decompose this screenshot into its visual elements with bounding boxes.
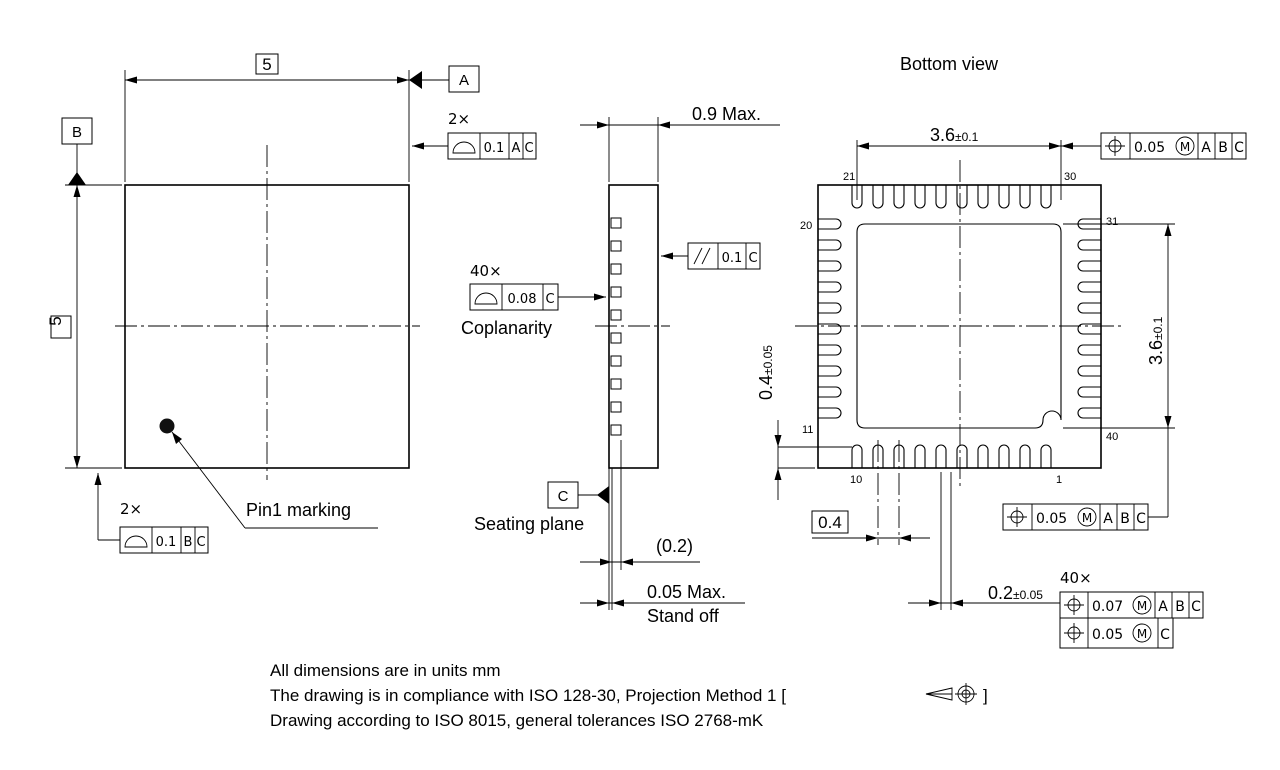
bottom-height-dim: 3.6±0.1 bbox=[1146, 316, 1166, 365]
svg-text:0.1: 0.1 bbox=[722, 251, 743, 266]
svg-text:B: B bbox=[1175, 599, 1185, 615]
svg-text:M: M bbox=[1137, 627, 1147, 641]
pin1-dot bbox=[159, 418, 175, 434]
svg-text:C: C bbox=[1234, 140, 1244, 156]
position-icon bbox=[1007, 507, 1027, 527]
position-icon bbox=[1105, 136, 1125, 156]
position-icon bbox=[1064, 623, 1084, 643]
profile-a-frame: 0.1 A C bbox=[447, 132, 537, 160]
pin-30-label: 30 bbox=[1064, 171, 1076, 183]
position-frame-lead-1: 0.07 M A B C bbox=[1059, 591, 1204, 619]
bottom-view: Bottom view bbox=[756, 54, 1247, 649]
svg-text:B: B bbox=[184, 535, 193, 550]
pitch-tolerance-dim: 0.4±0.05 bbox=[756, 345, 776, 400]
svg-text:A: A bbox=[1103, 511, 1113, 527]
pin-11-label: 11 bbox=[802, 424, 813, 436]
svg-text:C: C bbox=[524, 141, 533, 156]
position-frame-lead-2: 0.05 M C bbox=[1059, 617, 1174, 649]
pin-1-label: 1 bbox=[1056, 474, 1062, 486]
pin-20-label: 20 bbox=[800, 220, 812, 232]
top-view: 5 A 2× 0.1 A C B 5 bbox=[46, 53, 537, 554]
top-width-dim: 5 bbox=[262, 55, 271, 74]
pin-10-label: 10 bbox=[850, 474, 862, 486]
svg-text:0.05: 0.05 bbox=[1036, 511, 1067, 527]
pin-21-label: 21 bbox=[843, 171, 855, 183]
lead-thickness-dim: (0.2) bbox=[656, 536, 693, 556]
parallelism-frame: 0.1 C bbox=[687, 242, 761, 270]
side-leads bbox=[610, 217, 622, 436]
note-tolerances: Drawing according to ISO 8015, general t… bbox=[270, 711, 764, 730]
lead-position-count: 40× bbox=[1060, 569, 1092, 587]
standoff-label: Stand off bbox=[647, 606, 720, 626]
bottom-width-dim: 3.6±0.1 bbox=[930, 125, 979, 145]
profile-b-count: 2× bbox=[120, 500, 142, 518]
parallelism-icon bbox=[693, 247, 703, 265]
svg-text:A: A bbox=[1201, 140, 1211, 156]
surface-profile-icon bbox=[124, 535, 148, 548]
bottom-view-title: Bottom view bbox=[900, 54, 999, 74]
lead-width-dim: 0.2±0.05 bbox=[988, 583, 1043, 603]
note-units: All dimensions are in units mm bbox=[270, 661, 501, 680]
max-height-dim: 0.9 Max. bbox=[692, 104, 761, 124]
pin1-label: Pin1 marking bbox=[246, 500, 351, 520]
coplanarity-label: Coplanarity bbox=[461, 318, 552, 338]
svg-text:B: B bbox=[1218, 140, 1228, 156]
side-body bbox=[608, 184, 659, 469]
position-icon bbox=[1064, 595, 1084, 615]
svg-text:0.1: 0.1 bbox=[484, 141, 505, 156]
datum-c: C bbox=[558, 488, 569, 505]
exposed-pad bbox=[856, 223, 1062, 429]
bottom-leads-top bbox=[851, 185, 1052, 209]
bottom-leads-right bbox=[1077, 218, 1101, 419]
top-height-dim: 5 bbox=[46, 316, 65, 325]
svg-text:0.05: 0.05 bbox=[1134, 140, 1165, 156]
svg-text:C: C bbox=[1160, 627, 1170, 643]
svg-text:B: B bbox=[1120, 511, 1130, 527]
standoff-dim: 0.05 Max. bbox=[647, 582, 726, 602]
coplanarity-frame: 0.08 C bbox=[469, 283, 559, 311]
position-frame-mid: 0.05 M A B C bbox=[1002, 503, 1149, 531]
surface-profile-icon bbox=[452, 141, 476, 154]
notes: All dimensions are in units mm The drawi… bbox=[270, 661, 988, 730]
svg-text:M: M bbox=[1082, 511, 1092, 525]
svg-text:0.1: 0.1 bbox=[156, 535, 177, 550]
svg-text:C: C bbox=[196, 535, 205, 550]
bottom-outline bbox=[817, 184, 1102, 469]
pitch-box-dim: 0.4 bbox=[818, 513, 842, 532]
datum-a: A bbox=[459, 72, 469, 89]
seating-plane-label: Seating plane bbox=[474, 514, 584, 534]
svg-text:M: M bbox=[1180, 140, 1190, 154]
surface-profile-icon bbox=[474, 292, 498, 305]
note-projection-close: ] bbox=[983, 686, 988, 705]
note-projection: The drawing is in compliance with ISO 12… bbox=[270, 686, 786, 705]
side-view: 0.9 Max. 0.1 C 40× 0.08 C Coplanarity bbox=[461, 104, 780, 626]
svg-text:M: M bbox=[1137, 599, 1147, 613]
svg-text:C: C bbox=[1191, 599, 1201, 615]
svg-text:A: A bbox=[512, 141, 521, 156]
svg-text:C: C bbox=[545, 292, 554, 307]
datum-b: B bbox=[72, 124, 82, 141]
pin-40-label: 40 bbox=[1106, 431, 1118, 443]
pin-31-label: 31 bbox=[1106, 216, 1118, 228]
svg-text:0.07: 0.07 bbox=[1092, 599, 1123, 615]
svg-text:0.05: 0.05 bbox=[1092, 627, 1123, 643]
position-frame-top: 0.05 M A B C bbox=[1100, 132, 1247, 160]
bottom-leads-bottom bbox=[851, 444, 1052, 468]
svg-text:C: C bbox=[1136, 511, 1146, 527]
projection-method-icon bbox=[925, 683, 977, 705]
profile-a-count: 2× bbox=[448, 110, 470, 128]
svg-text:C: C bbox=[748, 251, 757, 266]
svg-text:0.08: 0.08 bbox=[508, 292, 537, 307]
svg-text:A: A bbox=[1158, 599, 1168, 615]
profile-b-frame: 0.1 B C bbox=[119, 526, 209, 554]
coplanarity-count: 40× bbox=[470, 262, 502, 280]
bottom-leads-left bbox=[818, 218, 842, 419]
